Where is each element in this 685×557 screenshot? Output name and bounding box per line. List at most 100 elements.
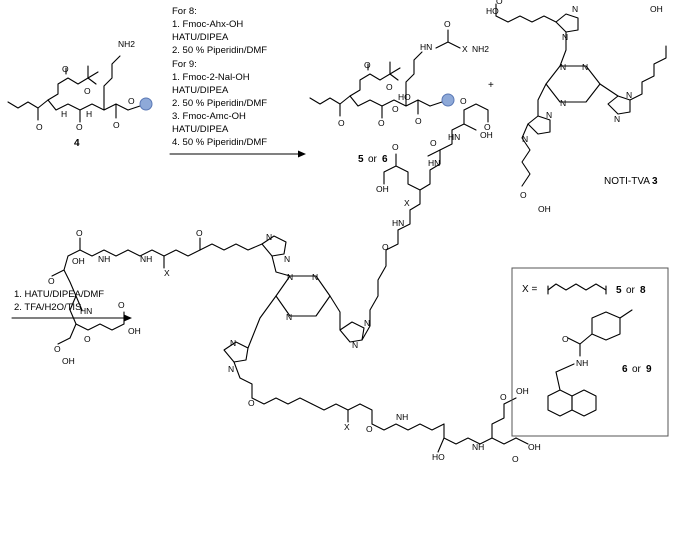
atom-o-label: O [76, 228, 83, 238]
atom-o-label: O [128, 96, 135, 106]
atom-o-label: O [76, 122, 83, 132]
noti-tva-number: 3 [652, 176, 658, 187]
atom-n-label: N [562, 32, 568, 42]
condition-line: 2. 50 % Piperidin/DMF [172, 98, 267, 109]
reaction-2-conditions: 1. HATU/DIPEA/DMF 2. TFA/H2O/TIS [14, 289, 104, 313]
atom-o-label: O [338, 118, 345, 128]
atom-x-label: X [462, 44, 468, 54]
atom-oh-label: OH [376, 184, 389, 194]
legend-8-label: 8 [640, 285, 646, 296]
atom-o-label: O [520, 190, 527, 200]
atom-o-label: O [113, 120, 120, 130]
atom-o-label: O [382, 242, 389, 252]
atom-n-label: N [560, 98, 566, 108]
compound-5-label: 5 [358, 154, 364, 165]
atom-nh-label: NH [98, 254, 110, 264]
atom-n-label: N [228, 364, 234, 374]
atom-o-label: O [48, 276, 55, 286]
atom-o-label: O [460, 96, 467, 106]
compound-or-text: or [368, 154, 378, 165]
atom-n-label: N [287, 272, 293, 282]
condition-heading-9: For 9: [172, 59, 197, 70]
atom-hn-label: HN [80, 306, 92, 316]
atom-nh-label: NH [472, 442, 484, 452]
intermediate-structure [309, 29, 461, 119]
legend-5-label: 5 [616, 285, 622, 296]
atom-ho-label: HO [486, 6, 499, 16]
reaction-1-conditions: For 8: 1. Fmoc-Ahx-OH HATU/DIPEA 2. 50 %… [172, 6, 267, 148]
atom-o-label: O [415, 116, 422, 126]
atom-o-label: O [378, 118, 385, 128]
atom-o-label: O [196, 228, 203, 238]
compound-4-structure [7, 55, 141, 123]
compound-6-label: 6 [382, 154, 388, 165]
atom-o-label: O [430, 138, 437, 148]
final-product-structure [51, 103, 529, 453]
condition-line: 1. HATU/DIPEA/DMF [14, 289, 104, 300]
atom-n-label: N [286, 312, 292, 322]
condition-line: HATU/DIPEA [172, 32, 229, 43]
atom-hn-label: HN [420, 42, 432, 52]
x-equals-label: X = [522, 284, 537, 295]
reaction-arrow-2 [11, 314, 132, 322]
atom-x-label: X [404, 198, 410, 208]
atom-o-label: O [62, 64, 69, 74]
atom-x-label: X [164, 268, 170, 278]
atom-hn-label: HN [448, 132, 460, 142]
atom-x-label: X [344, 422, 350, 432]
atom-o-label: O [118, 300, 125, 310]
atom-o-label: O [366, 424, 373, 434]
atom-n-label: N [626, 90, 632, 100]
condition-line: 3. Fmoc-Amc-OH [172, 111, 246, 122]
atom-n-label: N [572, 4, 578, 14]
atom-nh2-label: NH2 [118, 39, 135, 49]
condition-heading-8: For 8: [172, 6, 197, 17]
atom-n-label: N [312, 272, 318, 282]
atom-nh2-label: NH2 [472, 44, 489, 54]
atom-n-label: N [582, 62, 588, 72]
condition-line: 1. Fmoc-2-Nal-OH [172, 72, 250, 83]
atom-o-label: O [512, 454, 519, 464]
atom-o-label: O [248, 398, 255, 408]
atom-n-label: N [546, 110, 552, 120]
atom-o-label: O [484, 122, 491, 132]
atom-n-label: N [284, 254, 290, 264]
atom-hn-label: HN [392, 218, 404, 228]
legend-or-text: or [632, 364, 642, 375]
condition-line: 4. 50 % Piperidin/DMF [172, 137, 267, 148]
atom-oh-label: OH [72, 256, 85, 266]
atom-oh-label: OH [62, 356, 75, 366]
atom-n-label: N [364, 318, 370, 328]
resin-bead-icon [139, 97, 153, 111]
legend-6-label: 6 [622, 364, 628, 375]
atom-oh-label: OH [528, 442, 541, 452]
atom-oh-label: OH [480, 130, 493, 140]
legend-or-text: or [626, 285, 636, 296]
x-definition-box: X = 5 or 8 O NH 6 or 9 [511, 267, 669, 437]
compound-4-label: 4 [74, 138, 80, 149]
atom-ho-label: HO [398, 92, 411, 102]
plus-sign: + [488, 80, 494, 91]
atom-o-label: O [386, 82, 393, 92]
atom-o-label: O [392, 104, 399, 114]
atom-n-label: N [352, 340, 358, 350]
atom-o-label: O [444, 19, 451, 29]
atom-o-label: O [84, 86, 91, 96]
atom-nh-label: NH [576, 358, 588, 368]
atom-ho-label: HO [432, 452, 445, 462]
condition-line: 2. 50 % Piperidin/DMF [172, 45, 267, 56]
legend-9-label: 9 [646, 364, 652, 375]
atom-o-label: O [500, 392, 507, 402]
reaction-arrow-1 [169, 150, 306, 158]
condition-line: 1. Fmoc-Ahx-OH [172, 19, 243, 30]
atom-nh-label: NH [396, 412, 408, 422]
atom-n-label: N [614, 114, 620, 124]
atom-h-label: H [86, 109, 92, 119]
atom-o-label: O [392, 142, 399, 152]
atom-hn-label: HN [428, 158, 440, 168]
atom-n-label: N [230, 338, 236, 348]
atom-o-label: O [36, 122, 43, 132]
atom-o-label: O [562, 334, 569, 344]
condition-line: HATU/DIPEA [172, 85, 229, 96]
